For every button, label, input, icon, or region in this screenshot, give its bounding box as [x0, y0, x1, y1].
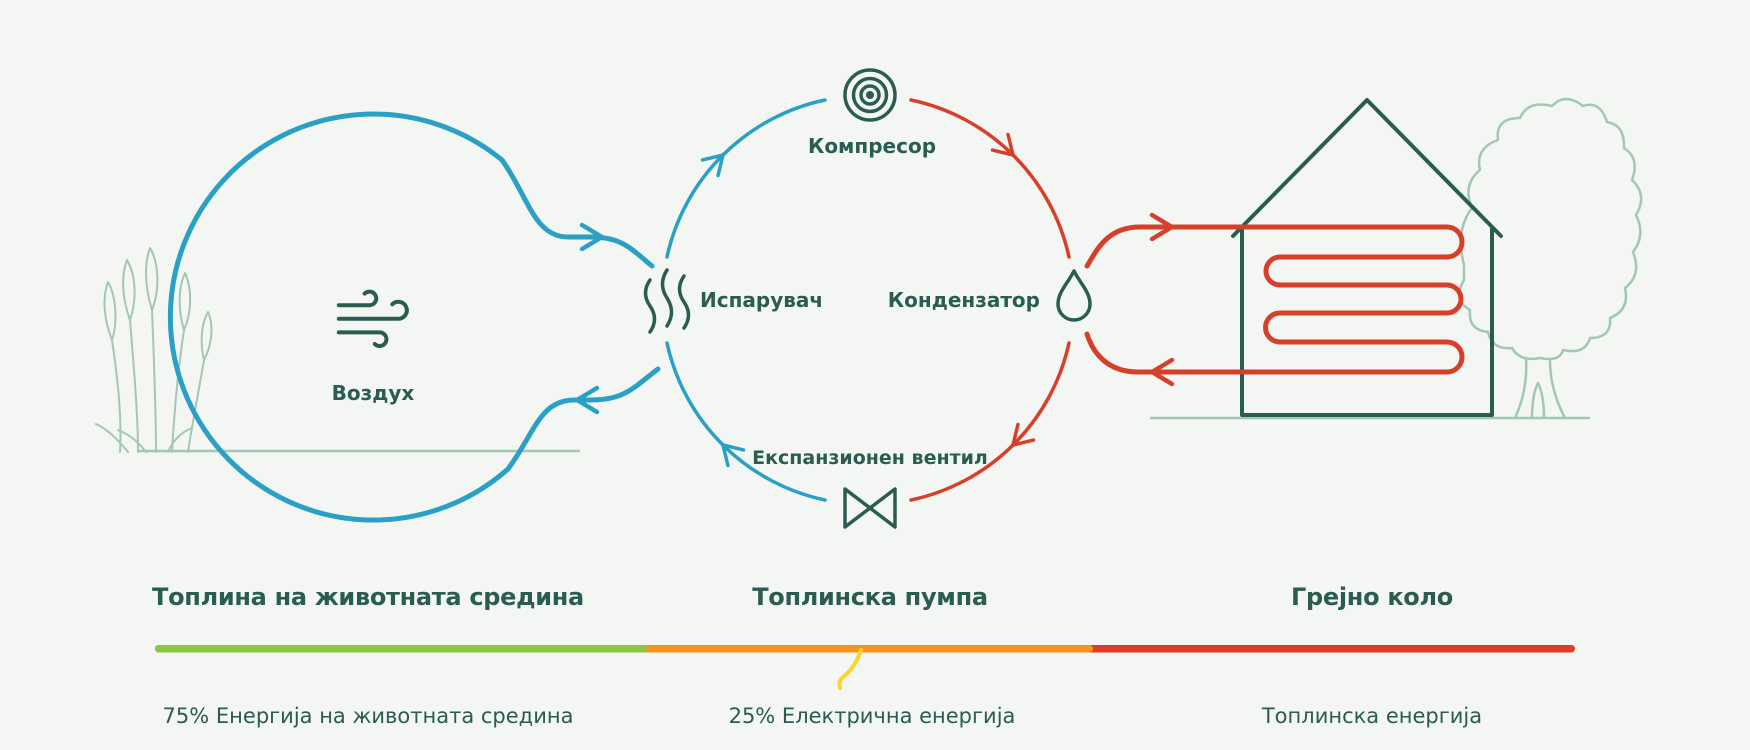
pampas-grass-plant: [95, 247, 213, 453]
legend-sublabel-environment-energy: 75% Енергија на животната средина: [163, 704, 574, 728]
condenser-label: Кондензатор: [888, 288, 1040, 312]
cycle-arrow-down: [990, 132, 1015, 157]
legend-heading-heat-pump: Топлинска пумпа: [752, 583, 988, 611]
compressor-label: Компресор: [808, 134, 936, 158]
house-walls: [1240, 227, 1494, 417]
expansion-valve-label: Експанзионен вентил: [752, 447, 988, 469]
heat-return-arrow: [1149, 357, 1175, 387]
tree: [1457, 97, 1643, 420]
legend-heading-heating-circuit: Грејно коло: [1291, 583, 1453, 611]
cycle-arc-condenser-to-valve: [909, 341, 1071, 502]
cycle-arc-evaporator-to-compressor: [665, 98, 827, 259]
cycle-arc-compressor-to-condenser: [909, 98, 1071, 259]
cycle-arrow-to-evaporator: [721, 443, 746, 468]
legend-sublabel-thermal-energy: Топлинска енергија: [1261, 704, 1482, 728]
steam-waves-icon: [643, 268, 691, 334]
wind-icon: [336, 289, 409, 348]
flow-arrows: [574, 132, 1175, 468]
air-source-label: Воздух: [332, 381, 415, 405]
cycle-arc-valve-to-evaporator: [665, 341, 827, 502]
house-outline: [1231, 98, 1503, 417]
cycle-arrow-to-valve: [1011, 422, 1036, 447]
cycle-arrow-up: [700, 153, 725, 178]
air-in-arrow: [579, 222, 605, 252]
air-out-arrow: [574, 385, 600, 415]
energy-bar-environment-segment: [155, 645, 647, 653]
evaporator-label: Испарувач: [700, 288, 823, 312]
legend-sublabel-electric-energy: 25% Електрична енергија: [729, 704, 1016, 728]
tree-trunk: [1530, 381, 1546, 420]
heating-circuit-pipe: [1084, 224, 1465, 375]
valve-bowtie-icon: [843, 487, 897, 529]
house-roof: [1231, 98, 1503, 238]
legend-heading-environment-heat: Топлина на животната средина: [152, 583, 584, 611]
energy-bar: [155, 645, 1575, 653]
droplet-icon: [1056, 269, 1092, 322]
air-loop-outline: [167, 111, 661, 523]
compressor-spiral-icon: [843, 68, 897, 122]
tree-crown: [1457, 97, 1643, 361]
heat-in-arrow: [1149, 212, 1175, 242]
electricity-connector-curve: [837, 648, 863, 690]
